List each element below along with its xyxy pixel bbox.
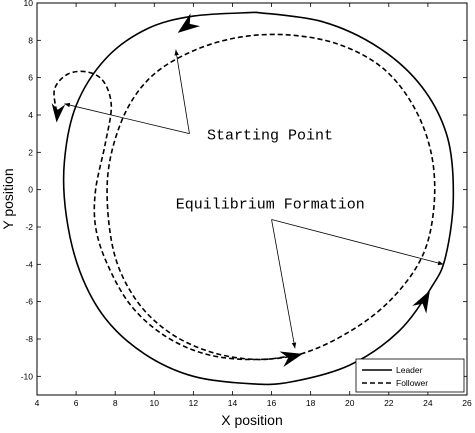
annotation-label: Equilibrium Formation xyxy=(176,196,365,213)
trajectory-arrowhead xyxy=(412,290,430,314)
y-tick-label: 10 xyxy=(24,0,34,8)
x-tick-label: 8 xyxy=(113,398,118,408)
x-tick-label: 26 xyxy=(462,398,472,408)
x-tick-label: 14 xyxy=(228,398,238,408)
annotation-arrow xyxy=(64,102,190,135)
marker-layer xyxy=(51,13,430,368)
y-tick-label: -2 xyxy=(25,222,33,232)
x-tick-label: 22 xyxy=(384,398,394,408)
x-tick-label: 4 xyxy=(35,398,40,408)
y-tick-label: 2 xyxy=(28,147,33,157)
annotation-label: Starting Point xyxy=(207,127,333,144)
legend-label-follower: Follower xyxy=(396,378,428,388)
series-layer xyxy=(53,11,455,386)
legend-label-leader: Leader xyxy=(396,365,423,375)
y-tick-label: 8 xyxy=(28,35,33,45)
x-tick-label: 16 xyxy=(267,398,277,408)
trajectory-arrowhead xyxy=(279,351,303,368)
annotation-arrow xyxy=(271,219,444,266)
x-tick-label: 6 xyxy=(74,398,79,408)
x-tick-label: 24 xyxy=(423,398,433,408)
y-tick-label: 6 xyxy=(28,73,33,83)
x-tick-label: 12 xyxy=(189,398,199,408)
x-tick-label: 20 xyxy=(345,398,355,408)
annotation-arrow xyxy=(271,219,297,349)
y-tick-label: -8 xyxy=(25,334,33,344)
y-tick-label: -10 xyxy=(21,371,34,381)
annotation-arrow xyxy=(174,49,190,134)
x-tick-label: 10 xyxy=(150,398,160,408)
series-line-leader xyxy=(62,11,455,386)
y-tick-label: -4 xyxy=(25,259,33,269)
y-axis-label: Y position xyxy=(0,168,16,229)
trajectory-arrowhead xyxy=(51,103,66,123)
trajectory-arrowhead xyxy=(177,13,201,33)
y-tick-label: 4 xyxy=(28,110,33,120)
legend: Leader Follower xyxy=(355,358,465,393)
x-axis-label: X position xyxy=(221,412,282,428)
y-tick-label: 0 xyxy=(28,185,33,195)
legend-box xyxy=(355,358,465,393)
plot-area xyxy=(36,2,468,396)
series-line-follower xyxy=(53,33,436,361)
x-tick-label: 18 xyxy=(306,398,316,408)
y-tick-label: -6 xyxy=(25,297,33,307)
